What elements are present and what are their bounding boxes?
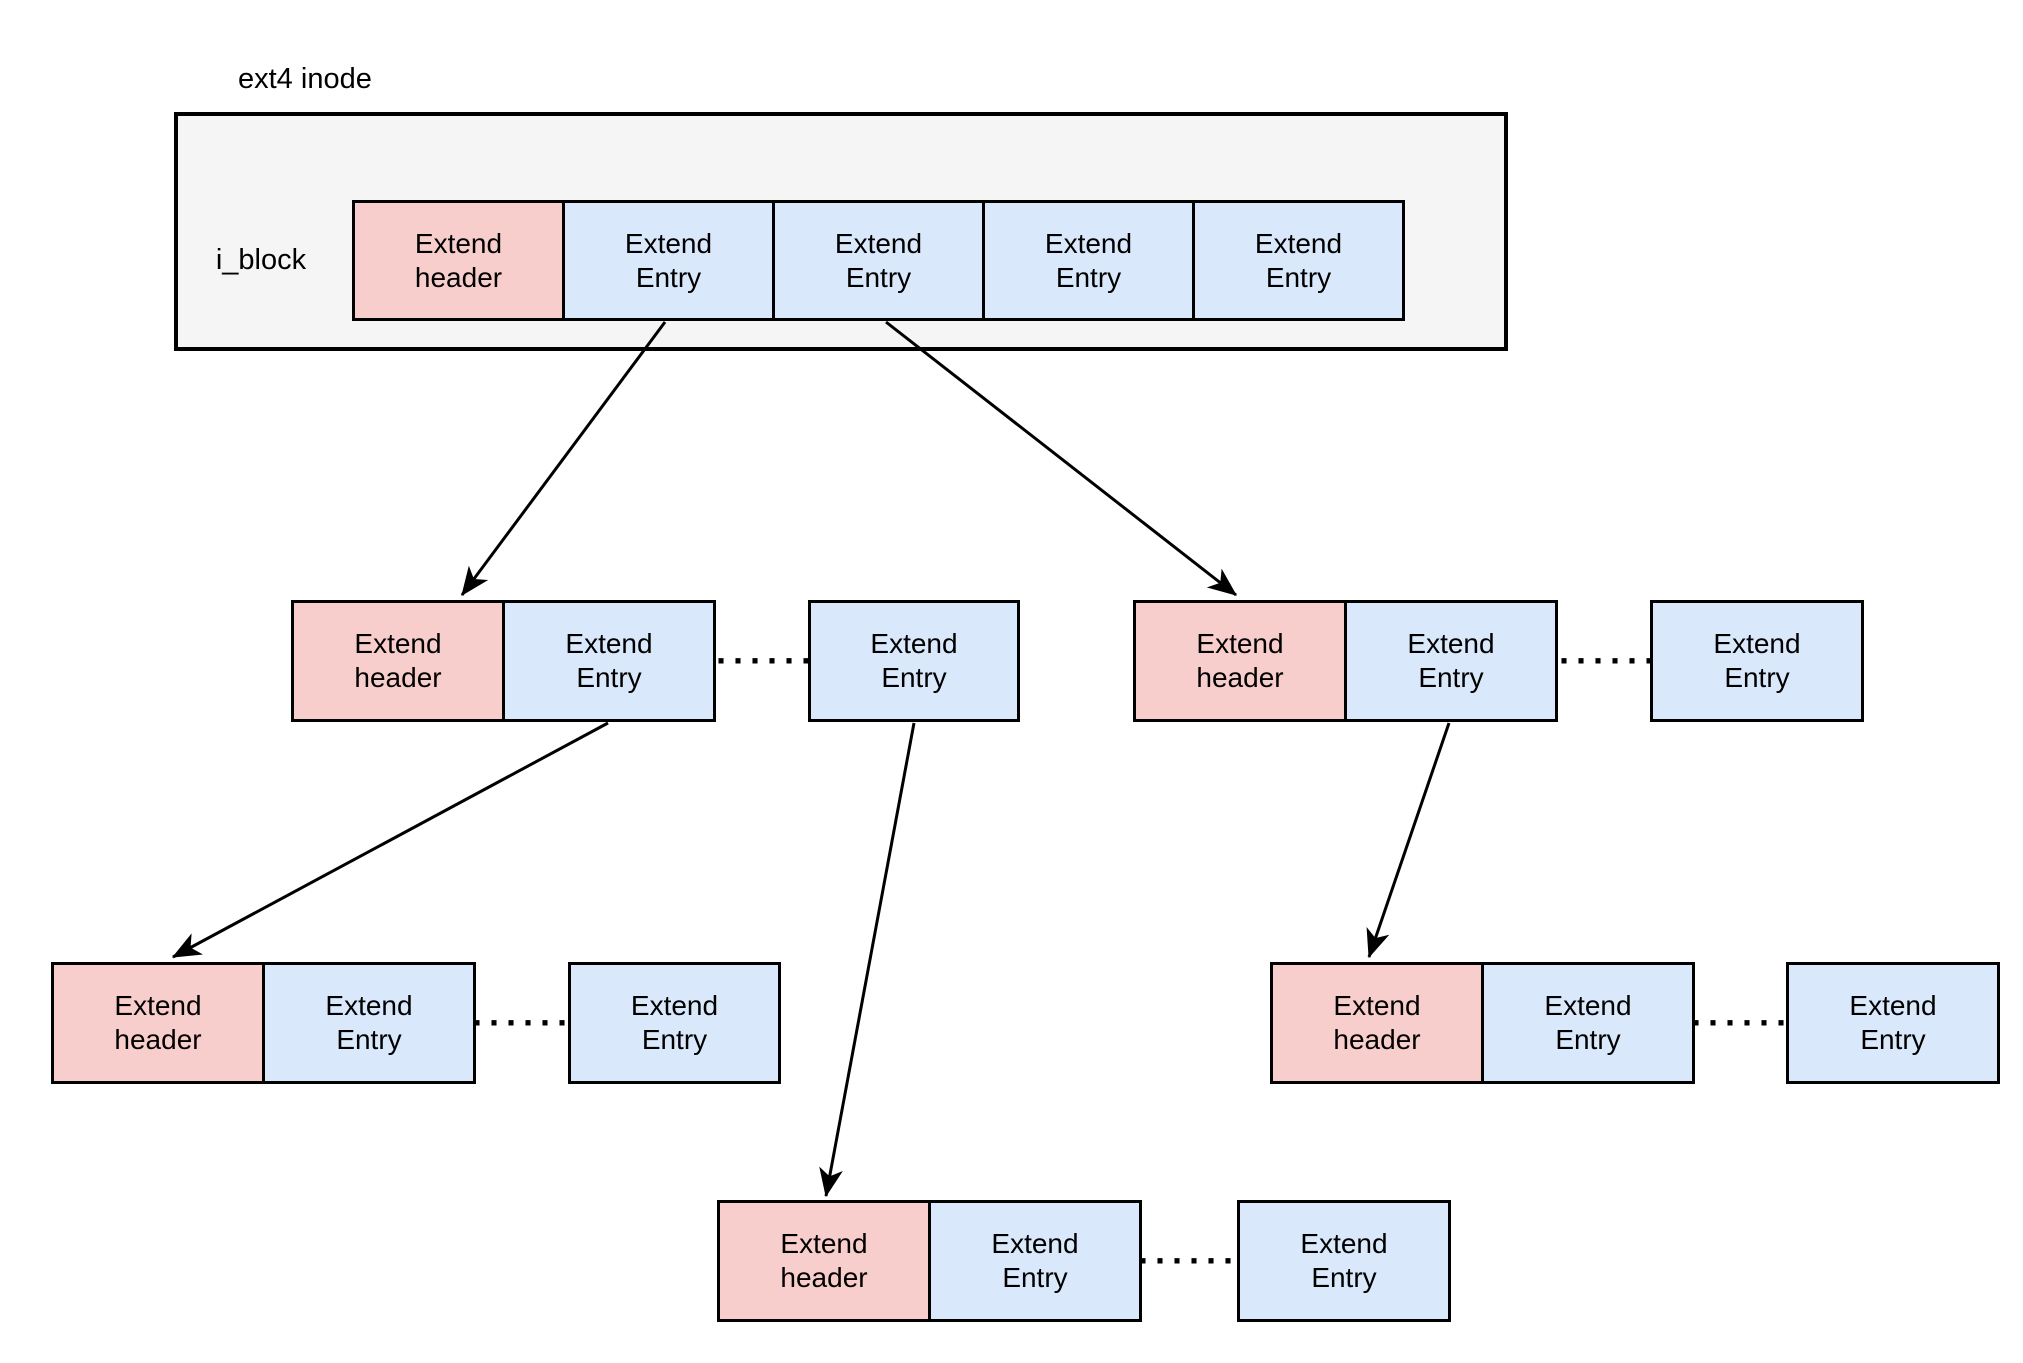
extent-entry-cell: Extend Entry — [928, 1200, 1142, 1322]
extent-node-bottom-center: Extend header Extend Entry — [717, 1200, 1142, 1322]
extent-header-label: Extend header — [114, 990, 202, 1055]
extent-entry-label: Extend Entry — [630, 990, 719, 1055]
ext4-inode-title: ext4 inode — [238, 63, 372, 95]
extent-entry-label: Extend Entry — [624, 227, 713, 293]
extent-entry-lone: Extend Entry — [1786, 962, 2000, 1084]
extent-entry-label: Extend Entry — [834, 227, 923, 293]
extent-entry-label: Extend Entry — [1044, 227, 1133, 293]
arrow-mid-left-entry-to-bottom-left — [171, 721, 609, 959]
extent-entry-label: Extend Entry — [1849, 990, 1937, 1055]
extent-header-cell: Extend header — [717, 1200, 931, 1322]
extent-entry-lone: Extend Entry — [1237, 1200, 1451, 1322]
i-block-label: i_block — [215, 244, 307, 276]
extent-header-label: Extend header — [414, 227, 503, 293]
extent-header-label: Extend header — [1196, 628, 1284, 693]
extent-entry-cell: Extend Entry — [262, 962, 476, 1084]
extent-header-label: Extend header — [354, 628, 442, 693]
extent-entry-cell: Extend Entry — [502, 600, 716, 722]
extent-header-cell: Extend header — [51, 962, 265, 1084]
continuation-dots: ······ — [1691, 1002, 1793, 1043]
arrow-inode-entry1-to-mid-left — [460, 321, 667, 596]
extent-entry-label: Extend Entry — [565, 628, 653, 693]
arrow-inode-entry2-to-mid-right — [885, 320, 1237, 597]
extent-entry-lone: Extend Entry — [568, 962, 781, 1084]
extent-entry-lone: Extend Entry — [808, 600, 1020, 722]
extent-entry-label: Extend Entry — [1407, 628, 1495, 693]
extent-header-label: Extend header — [1333, 990, 1421, 1055]
extent-entry-cell: Extend Entry — [1192, 200, 1405, 321]
extent-entry-label: Extend Entry — [1254, 227, 1343, 293]
extent-entry-label: Extend Entry — [870, 628, 958, 693]
extent-entry-cell: Extend Entry — [982, 200, 1195, 321]
continuation-dots: ······ — [472, 1002, 574, 1043]
extent-entry-cell: Extend Entry — [772, 200, 985, 321]
extent-node-bottom-left: Extend header Extend Entry — [51, 962, 476, 1084]
arrow-mid-right-entry-to-bottom-right — [1366, 722, 1451, 959]
extent-header-cell: Extend header — [291, 600, 505, 722]
extent-node-bottom-right: Extend header Extend Entry — [1270, 962, 1695, 1084]
extent-entry-label: Extend Entry — [1713, 628, 1801, 693]
extent-node-mid-left: Extend header Extend Entry — [291, 600, 716, 722]
extent-entry-lone: Extend Entry — [1650, 600, 1864, 722]
extent-header-cell: Extend header — [1133, 600, 1347, 722]
continuation-dots: ······ — [716, 640, 818, 681]
extent-node-mid-right: Extend header Extend Entry — [1133, 600, 1558, 722]
extent-entry-label: Extend Entry — [1300, 1228, 1388, 1293]
extent-entry-cell: Extend Entry — [562, 200, 775, 321]
inode-extent-row: Extend header Extend Entry Extend Entry … — [352, 200, 1405, 321]
extent-header-cell: Extend header — [1270, 962, 1484, 1084]
continuation-dots: ······ — [1138, 1240, 1240, 1281]
extent-entry-label: Extend Entry — [325, 990, 413, 1055]
extent-entry-label: Extend Entry — [1544, 990, 1632, 1055]
extent-header-cell: Extend header — [352, 200, 565, 321]
extent-entry-cell: Extend Entry — [1481, 962, 1695, 1084]
extent-entry-label: Extend Entry — [991, 1228, 1079, 1293]
extent-entry-cell: Extend Entry — [1344, 600, 1558, 722]
extent-header-label: Extend header — [780, 1228, 868, 1293]
arrow-mid-left-tail-to-bottom-center — [819, 722, 916, 1198]
continuation-dots: ······ — [1559, 640, 1661, 681]
